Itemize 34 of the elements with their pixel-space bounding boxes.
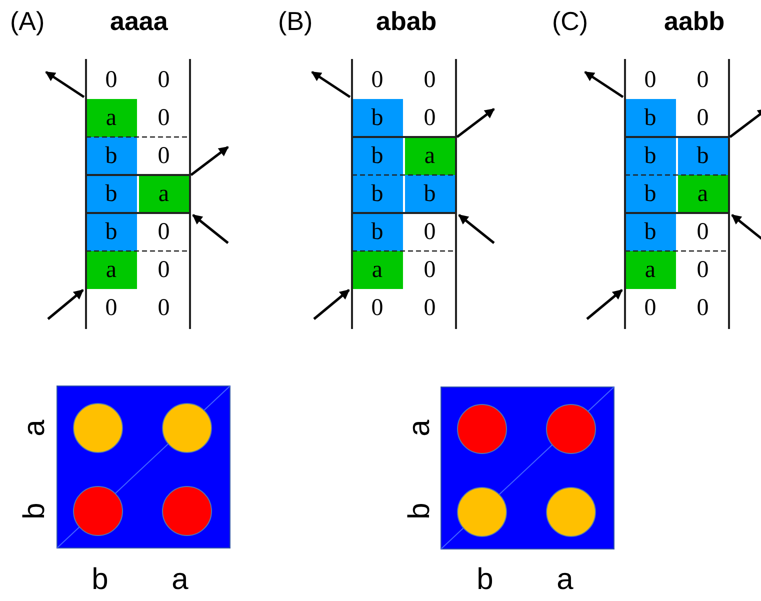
axis-label: b: [404, 502, 436, 522]
table-cell: b: [352, 99, 402, 137]
table-cell: b: [625, 213, 676, 251]
axis-label: a: [556, 564, 574, 596]
table-cell: b: [404, 175, 455, 213]
panel-label: (A): [10, 8, 45, 34]
axis-label: a: [19, 418, 51, 438]
table-cell: a: [404, 137, 455, 175]
table-cell: b: [625, 175, 676, 213]
table-cell: a: [352, 251, 402, 289]
axis-label: b: [476, 564, 494, 596]
table-cell: b: [352, 175, 402, 213]
table-cell: a: [138, 175, 189, 213]
table-cell: b: [678, 137, 728, 175]
table-cell: b: [625, 137, 676, 175]
table-cell: b: [86, 175, 136, 213]
axis-label: a: [404, 418, 436, 438]
table-cell: a: [678, 175, 728, 213]
table-cell: a: [86, 251, 136, 289]
panel-label: (C): [552, 8, 588, 34]
table-cell: b: [625, 99, 676, 137]
table-cell: b: [86, 137, 136, 175]
axis-label: b: [19, 502, 51, 522]
table-cell: a: [86, 99, 136, 137]
axis-label: b: [90, 564, 110, 596]
axis-label: a: [170, 564, 190, 596]
panel-title: aabb: [664, 8, 725, 34]
table-cell: b: [352, 137, 402, 175]
table-cell: a: [625, 251, 676, 289]
table-cell: b: [352, 213, 402, 251]
table-cell: b: [86, 213, 136, 251]
panel-title: aaaa: [110, 8, 168, 34]
panel-title: abab: [376, 8, 437, 34]
panel-label: (B): [278, 8, 313, 34]
